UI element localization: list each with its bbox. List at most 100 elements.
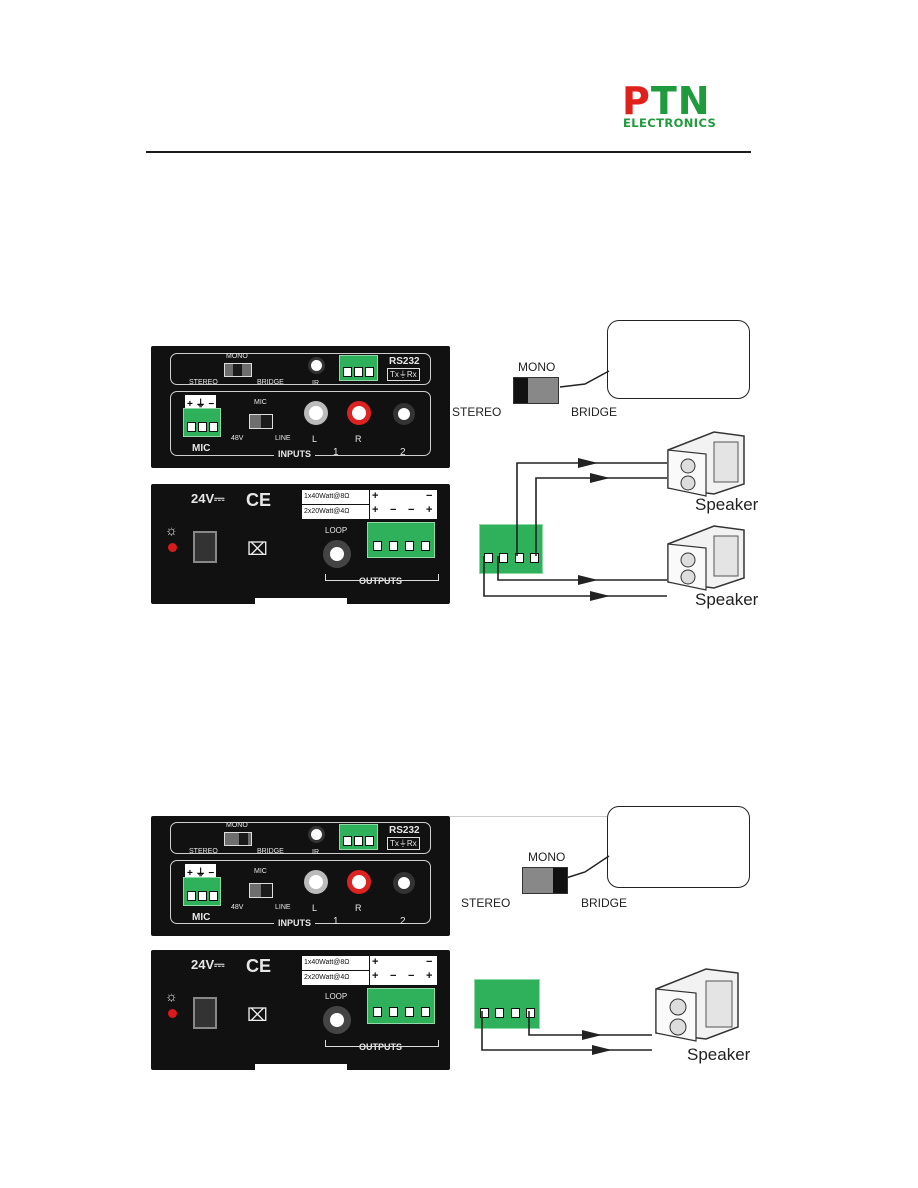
input-2-jack[interactable] (393, 403, 415, 425)
loop-jack[interactable] (323, 540, 351, 568)
speaker-label-2: Speaker (687, 1045, 751, 1064)
rs232-terminal[interactable] (339, 824, 378, 850)
header-divider (146, 151, 751, 153)
outputs-terminal[interactable] (367, 522, 435, 558)
polarity-r2-2: − (390, 504, 397, 516)
speaker-label-1a: Speaker (695, 495, 759, 514)
panel-base-notch (255, 1064, 347, 1070)
outputs-terminal[interactable] (367, 988, 435, 1024)
rs232-pinout: Tx⏚Rx (387, 837, 420, 850)
rca-r-jack[interactable] (347, 870, 371, 894)
input-2-label: 2 (400, 447, 406, 458)
polarity-plus-1: + (372, 490, 379, 502)
48v-label: 48V (231, 435, 244, 442)
mic-line-switch[interactable] (249, 414, 273, 429)
mic-terminal[interactable] (183, 877, 221, 906)
input-2-label: 2 (400, 916, 406, 927)
front-panel-stereo: MONO STEREO BRIDGE IR RS232 Tx⏚Rx + ⏚ − … (151, 346, 450, 468)
polarity-r2-2: − (390, 970, 397, 982)
mic-switch-mic-label: MIC (254, 399, 267, 406)
mode-switch[interactable] (224, 832, 252, 846)
input-2-jack[interactable] (393, 872, 415, 894)
callout-bubble-2 (607, 806, 750, 888)
polarity-minus-1: − (426, 956, 433, 968)
section-top-rule (450, 816, 750, 817)
loop-jack[interactable] (323, 1006, 351, 1034)
diagram-mono-label-2: MONO (528, 850, 566, 864)
line-label: LINE (275, 904, 291, 911)
jack-r-label: R (355, 434, 362, 444)
speaker-label-1b: Speaker (695, 590, 759, 609)
dc-power-jack[interactable] (193, 531, 217, 563)
rca-l-jack[interactable] (304, 870, 328, 894)
diagram-mono-label-1: MONO (518, 360, 556, 374)
polarity-r2-1: + (372, 504, 379, 516)
control-frame (170, 353, 431, 385)
ir-jack[interactable] (308, 357, 325, 374)
mic-polarity: + ⏚ − (185, 864, 217, 879)
mono-label: MONO (226, 353, 248, 360)
front-panel-bridge: MONO STEREO BRIDGE IR RS232 Tx⏚Rx + ⏚ − … (151, 816, 450, 936)
rating-2x20: 2x20Watt@4Ω (302, 971, 370, 985)
ptn-electronics-logo: PTN ELECTRONICS (622, 80, 732, 130)
dc-power-jack[interactable] (193, 997, 217, 1029)
polarity-r2-1: + (372, 970, 379, 982)
polarity-minus-1: − (426, 490, 433, 502)
diagram-bridge-label-2: BRIDGE (581, 896, 628, 910)
rs232-label: RS232 (389, 356, 420, 367)
ce-mark: CE (246, 956, 272, 976)
power-led (168, 543, 177, 552)
power-label: 24V⎓ (191, 491, 225, 506)
polarity-r2-3: − (408, 970, 415, 982)
power-led (168, 1009, 177, 1018)
control-frame (170, 822, 431, 854)
outputs-label: OUTPUTS (356, 576, 406, 586)
inputs-label: INPUTS (274, 449, 316, 459)
rs232-pinout: Tx⏚Rx (387, 368, 420, 381)
mode-switch-diagram-1 (513, 377, 559, 404)
polarity-plus-1: + (372, 956, 379, 968)
ir-jack[interactable] (308, 826, 325, 843)
weee-bin-icon: ⌧ (247, 539, 268, 559)
line-label: LINE (275, 435, 291, 442)
rs232-terminal[interactable] (339, 355, 378, 381)
callout-bubble-1 (607, 320, 750, 399)
stereo-label: STEREO (189, 379, 218, 386)
mode-switch[interactable] (224, 363, 252, 377)
logo-subtitle: ELECTRONICS (623, 116, 717, 130)
polarity-r2-3: − (408, 504, 415, 516)
speaker-icon-2 (667, 525, 745, 591)
mic-polarity: + ⏚ − (185, 395, 217, 410)
mic-label: MIC (192, 912, 211, 923)
diagram-bridge-label-1: BRIDGE (571, 405, 618, 419)
input-1-label: 1 (333, 916, 339, 927)
rear-panel-bridge: 24V⎓ CE ☼ ⌧ 1x40Watt@8Ω 2x20Watt@4Ω + − … (151, 950, 450, 1070)
stereo-label: STEREO (189, 848, 218, 855)
ce-mark: CE (246, 490, 272, 510)
outputs-label: OUTPUTS (356, 1042, 406, 1052)
mic-line-switch[interactable] (249, 883, 273, 898)
rear-panel-stereo: 24V⎓ CE ☼ ⌧ 1x40Watt@8Ω 2x20Watt@4Ω + − … (151, 484, 450, 604)
polarity-r2-4: + (426, 970, 433, 982)
48v-label: 48V (231, 904, 244, 911)
mode-switch-diagram-2 (522, 867, 568, 894)
rca-l-jack[interactable] (304, 401, 328, 425)
ir-label: IR (312, 849, 319, 856)
polarity-r2-4: + (426, 504, 433, 516)
weee-bin-icon: ⌧ (247, 1005, 268, 1025)
bridge-label: BRIDGE (257, 848, 284, 855)
outputs-bracket (325, 574, 439, 581)
power-label: 24V⎓ (191, 957, 225, 972)
jack-l-label: L (312, 434, 318, 444)
mic-terminal[interactable] (183, 408, 221, 437)
mic-switch-mic-label: MIC (254, 868, 267, 875)
loop-label: LOOP (325, 992, 348, 1001)
power-ratings-box: 1x40Watt@8Ω 2x20Watt@4Ω + − + − − + (302, 956, 437, 985)
inputs-label: INPUTS (274, 918, 316, 928)
jack-r-label: R (355, 903, 362, 913)
outputs-bracket (325, 1040, 439, 1047)
loop-label: LOOP (325, 526, 348, 535)
rca-r-jack[interactable] (347, 401, 371, 425)
